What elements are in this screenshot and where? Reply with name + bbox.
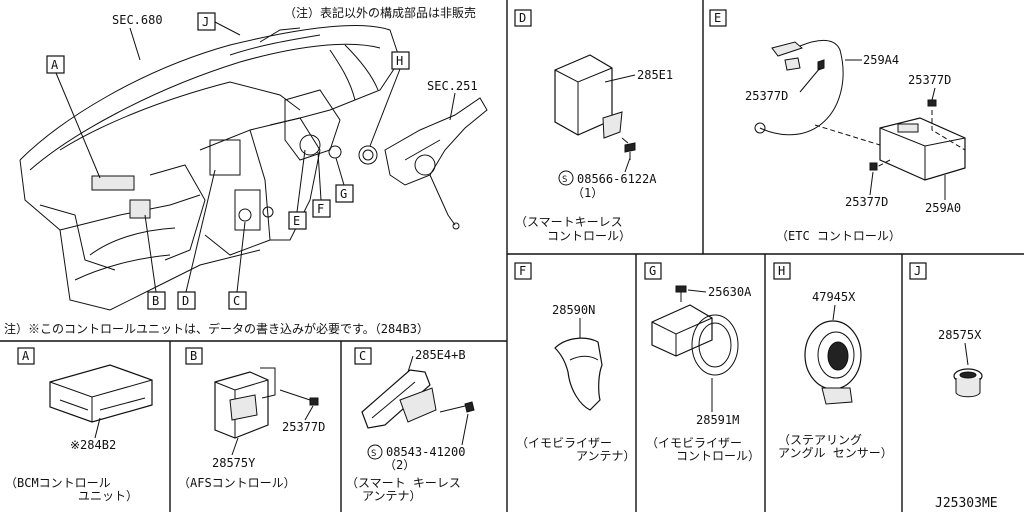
panel-b-caption-1: （AFSコントロール） (178, 476, 296, 490)
panel-e-part-5: 259A0 (925, 201, 961, 215)
mid-note: 注）※このコントロールユニットは、データの書き込みが必要です。（284B3） (4, 321, 429, 336)
callout-e: E (293, 214, 300, 228)
panel-h-caption-2: アングル センサー） (778, 446, 893, 460)
svg-text:S: S (371, 449, 376, 459)
callout-g: G (340, 187, 347, 201)
panel-d-caption-1: （スマートキーレス (515, 215, 623, 229)
overview-callouts: A J H G F E B D C (46, 12, 410, 310)
panel-c-bolt-qty: （2） (384, 458, 415, 472)
panel-f-caption-1: （イモビライザー (516, 436, 612, 450)
panel-f: F 28590N （イモビライザー アンテナ） (514, 262, 636, 463)
panel-e-letter: E (714, 11, 721, 25)
panel-d-part-1: 285E1 (637, 68, 673, 82)
panel-a-part: ※284B2 (70, 438, 116, 452)
callout-h: H (396, 54, 403, 68)
callout-b: B (152, 294, 159, 308)
panel-d-bolt-qty: （1） (572, 186, 603, 200)
panel-j-part-1: 28575X (938, 328, 982, 342)
svg-text:S: S (562, 175, 567, 185)
panel-d-caption-2: コントロール） (547, 229, 631, 243)
panel-c: C 285E4+B S 08543-41200 （2） （スマート キーレス ア… (346, 347, 475, 503)
panel-b-part-2: 25377D (282, 420, 325, 434)
panel-a-caption-2: ユニット） (78, 489, 138, 503)
panel-c-letter: C (359, 349, 366, 363)
panel-g-caption-2: コントロール） (676, 449, 760, 463)
panel-b-letter: B (190, 349, 197, 363)
panel-e-part-3: 25377D (908, 73, 951, 87)
panel-c-caption-1: （スマート キーレス (346, 476, 461, 490)
panel-g-caption-1: （イモビライザー (646, 436, 742, 450)
panel-g-part-2: 28591M (696, 413, 739, 427)
panel-e-part-1: 259A4 (863, 53, 899, 67)
panel-h-caption-1: （ステアリング (778, 433, 862, 447)
panel-h-letter: H (778, 264, 785, 278)
panel-g: G 25630A 28591M （イモビライザー コントロール） (644, 262, 760, 463)
panel-b-part-1: 28575Y (212, 456, 256, 470)
panel-a: A ※284B2 （BCMコントロール ユニット） (5, 347, 153, 503)
panel-j-letter: J (914, 264, 921, 278)
panel-d-letter: D (519, 11, 526, 25)
panel-d-bolt: 08566-6122A (577, 172, 657, 186)
panel-j: J 28575X (909, 262, 983, 398)
panel-b: B 25377D 28575Y （AFSコントロール） (178, 347, 325, 490)
panel-e-part-4: 25377D (845, 195, 888, 209)
drawing-code: J25303ME (935, 496, 998, 511)
panel-h: H 47945X （ステアリング アングル センサー） (773, 262, 893, 460)
panel-e-part-2: 25377D (745, 89, 788, 103)
dashboard-overview (19, 25, 488, 311)
callout-f: F (317, 202, 324, 216)
panel-c-bolt: 08543-41200 (386, 445, 465, 459)
top-note: （注）表記以外の構成部品は非販売 (284, 5, 476, 20)
panel-f-part-1: 28590N (552, 303, 595, 317)
sec-251-label: SEC.251 (427, 79, 478, 93)
panel-g-letter: G (649, 264, 656, 278)
panel-h-part-1: 47945X (812, 290, 856, 304)
sec-680-label: SEC.680 (112, 13, 163, 27)
panel-d: D 285E1 S 08566-6122A （1） （スマートキーレス コントロ… (514, 9, 673, 243)
panel-c-caption-2: アンテナ） (362, 489, 422, 503)
panel-a-letter: A (22, 349, 30, 363)
panel-f-caption-2: アンテナ） (576, 449, 636, 463)
panel-a-caption-1: （BCMコントロール (5, 476, 111, 490)
callout-j: J (202, 15, 209, 29)
panel-f-letter: F (519, 264, 526, 278)
panel-g-part-1: 25630A (708, 285, 752, 299)
callout-d: D (182, 294, 189, 308)
callout-c: C (233, 294, 240, 308)
callout-a: A (51, 58, 59, 72)
panel-c-part-1: 285E4+B (415, 348, 466, 362)
panel-e-caption-1: （ETC コントロール） (776, 229, 901, 243)
panel-e: E 259A4 25377D 25377D 25377D 259A0 （ETC … (709, 9, 966, 243)
